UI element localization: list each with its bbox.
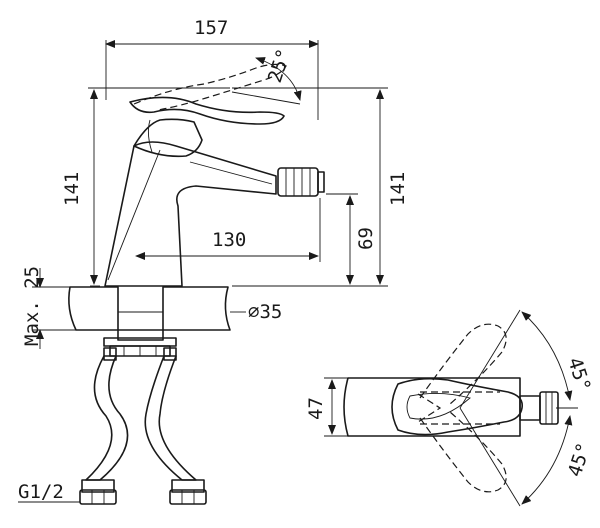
dim-130-label: 130 [212,229,246,251]
dim-thread-label: G1/2 [18,481,64,503]
dim-45deg-upper-label: 45° [563,355,595,394]
dim-25deg-label: 25° [264,46,296,85]
dim-max25-label: Max. 25 [21,266,43,346]
dim-69-label: 69 [355,227,377,250]
handle-swing-upper [419,323,507,405]
dim-47-label: 47 [305,397,327,420]
hose-nut-left [79,479,117,505]
dim-141-right-label: 141 [387,172,409,206]
mixer-body [104,118,277,287]
top-outlet [519,391,559,425]
dim-45deg-lower-label: 45° [564,440,596,479]
countertop-section [68,286,231,331]
side-view: 157 25° 141 141 130 69 Max. 25 ∅35 [18,17,409,505]
top-handle [391,377,524,436]
lever-handle-raised [133,63,287,111]
fixing-shank [103,329,177,357]
bidet-outlet [277,167,325,197]
handle-swing-lower [419,411,507,493]
flexible-hoses [85,347,197,481]
dim-157-label: 157 [194,17,228,39]
dim-diameter35-label: ∅35 [248,301,282,323]
lever-handle [129,96,285,125]
top-view: 47 45° 45° [305,309,596,507]
dim-141-left-label: 141 [61,172,83,206]
hose-nut-right [169,479,207,505]
top-body [343,377,521,437]
